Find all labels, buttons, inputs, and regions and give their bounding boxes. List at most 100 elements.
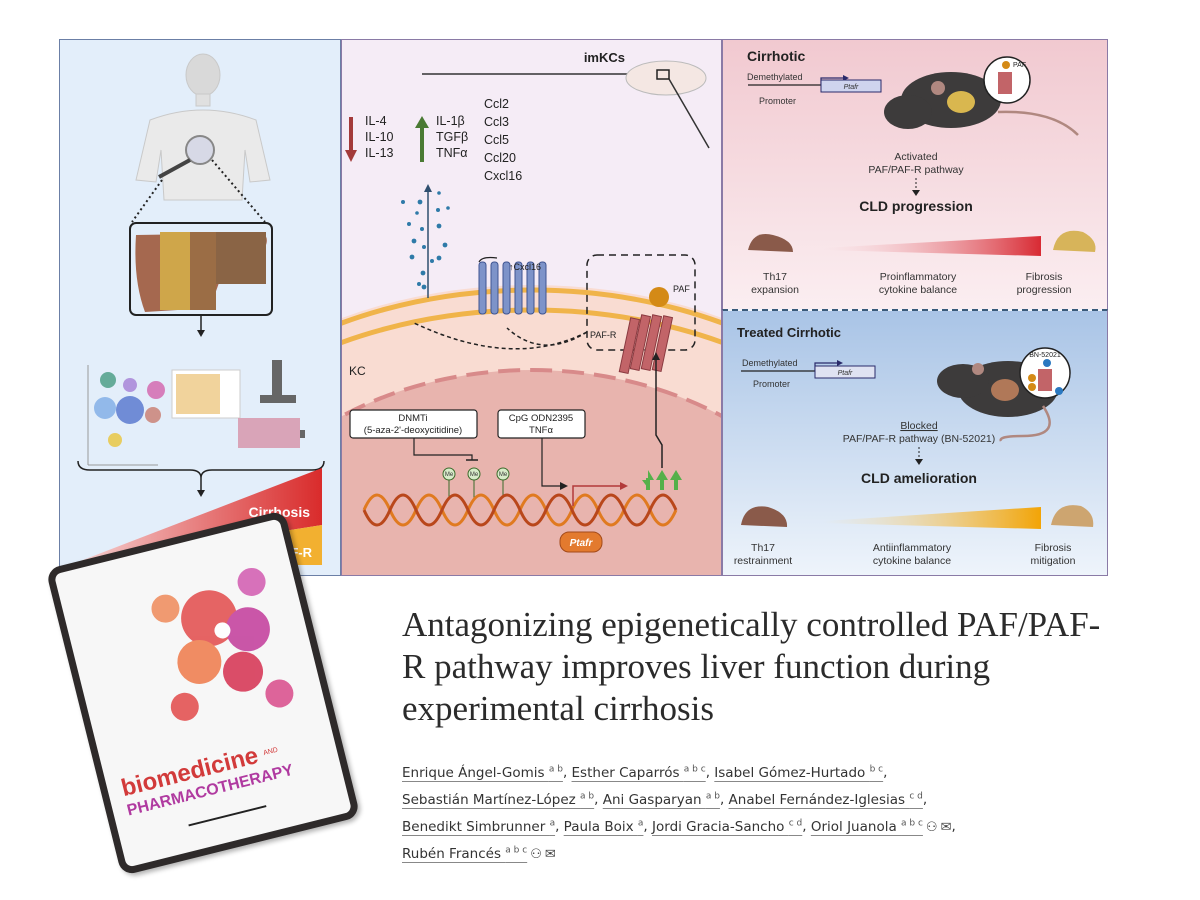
paf-molecule-icon [649,287,669,307]
chemokine-item: Ccl20 [484,151,516,165]
author-link[interactable]: Isabel Gómez-Hurtado b c [714,764,884,781]
author-link[interactable]: Benedikt Simbrunner a [402,818,556,835]
author-link[interactable]: Sebastián Martínez-López a b [402,791,595,808]
svg-text:Me: Me [445,472,454,478]
svg-text:Demethylated: Demethylated [742,358,798,368]
magnifier-icon [185,135,215,165]
cxcl16-receptor-icon [478,261,547,315]
down-item: IL-4 [365,114,387,128]
cirrhosis-gradient [70,468,322,565]
panel-cirrhotic: Cirrhotic Ptafr Demethylated Promoter PA… [722,39,1108,309]
th17-label: Th17 [763,271,787,283]
affiliation-marker[interactable]: a b [580,791,595,801]
svg-text:Me: Me [499,472,508,478]
person-icon[interactable]: ⚇ [530,846,542,862]
dnmti-line2: (5-aza-2'-deoxycitidine) [364,425,462,436]
svg-text:cytokine balance: cytokine balance [879,284,957,296]
affiliation-marker[interactable]: c d [909,791,923,801]
patient-illustration: Cirrhosis PAF/PAF-R [70,53,325,565]
affiliation-marker[interactable]: a [637,818,644,828]
author-link[interactable]: Enrique Ángel-Gomis a b [402,764,563,781]
down-item: IL-10 [365,130,394,144]
upregulation-arrows-icon [642,470,682,490]
author-link[interactable]: Esther Caparrós a b c [571,764,706,781]
chemokine-item: Cxcl16 [484,169,522,183]
person-icon[interactable]: ⚇ [925,819,938,835]
svg-text:Promoter: Promoter [753,379,790,389]
cpg-line2: TNFα [529,425,553,436]
dna-icon [362,493,678,527]
ptafr-gene-box [820,79,882,93]
author-link[interactable]: Jordi Gracia-Sancho c d [652,818,803,835]
affiliation-marker[interactable]: a [549,818,556,828]
liver-stages-icon [135,232,267,312]
svg-text:Antiinflammatory: Antiinflammatory [873,542,952,554]
inset-paf-label: PAF [1013,62,1026,69]
affiliation-marker[interactable]: a b [705,791,720,801]
author-link[interactable]: Oriol Juanola a b c⚇✉ [811,818,952,835]
article-title: Antagonizing epigenetically controlled P… [402,605,1101,728]
email-icon[interactable]: ✉ [940,819,952,835]
down-item: IL-13 [365,146,394,160]
author-link[interactable]: Ani Gasparyan a b [602,791,720,808]
journal-cover-tablet: biomedicine AND PHARMACOTHERAPY [45,509,361,877]
svg-text:mitigation: mitigation [1031,555,1076,567]
author-link[interactable]: Rubén Francés a b c⚇✉ [402,845,556,862]
ptafr-gene-badge [559,531,603,553]
bracket [77,460,325,479]
affiliation-marker[interactable]: b c [869,764,884,774]
author-link[interactable]: Paula Boix a [563,818,644,835]
affiliation-marker[interactable]: a b [548,764,563,774]
cirrhotic-title: Cirrhotic [747,48,806,64]
chemokine-item: Ccl3 [484,115,509,129]
paf-label: PAF [673,284,690,294]
chemokine-item: Ccl5 [484,133,509,147]
svg-text:Ptafr: Ptafr [838,370,853,377]
up-item: TNFα [436,146,468,160]
cxcl16-label: ↑Cxcl16 [509,262,541,272]
histology-image [238,418,300,448]
affiliation-marker[interactable]: a b c [683,764,706,774]
promoter-top-label: Demethylated [747,72,803,82]
liver-fibrotic-icon [947,91,975,113]
panel-treated-cirrhotic: Treated Cirrhotic Ptafr Demethylated Pro… [722,309,1108,576]
affiliation-marker[interactable]: c d [788,818,803,828]
healthy-liver-icon [741,506,788,527]
cytokine-dots [401,191,450,290]
svg-text:PAF/PAF-R pathway (BN-52021): PAF/PAF-R pathway (BN-52021) [843,433,996,445]
kc-label: KC [349,364,366,378]
ptafr-gene-box [814,365,876,379]
svg-text:Fibrosis: Fibrosis [1035,542,1072,554]
ptafr-label: Ptafr [570,538,594,549]
up-item: IL-1β [436,114,465,128]
ptafr-gene-label: Ptafr [844,84,859,91]
liver-improved-icon [991,379,1019,401]
panel-kupffer-cell: imKCs IL-4 IL-10 IL-13 IL-1β TGFβ TNFα C… [341,39,722,576]
fibrotic-liver-icon [1053,230,1096,252]
svg-text:progression: progression [1017,284,1072,296]
blocked-label: Blocked [900,420,938,432]
treated-title: Treated Cirrhotic [737,325,842,340]
bn-52021-label: BN-52021 [1029,352,1061,359]
email-icon[interactable]: ✉ [544,846,556,862]
imkcs-label: imKCs [584,50,625,65]
svg-text:Me: Me [470,472,479,478]
kc-mechanism-diagram: imKCs IL-4 IL-10 IL-13 IL-1β TGFβ TNFα C… [342,50,721,575]
fibrosis-label: Fibrosis [1026,271,1063,283]
svg-text:cytokine balance: cytokine balance [873,555,951,567]
dnmti-line1: DNMTi [398,413,427,424]
chemokine-item: Ccl2 [484,97,509,111]
panel-patient-liver: Cirrhosis PAF/PAF-R [59,39,341,576]
svg-text:Th17: Th17 [751,542,775,554]
outcome-label: CLD progression [859,198,973,214]
paf-r-label: PAF-R [590,330,617,340]
svg-text:CLD amelioration: CLD amelioration [861,470,977,486]
affiliation-marker[interactable]: a b c [901,818,923,828]
up-item: TGFβ [436,130,468,144]
author-link[interactable]: Anabel Fernández-Iglesias c d [728,791,923,808]
mitigated-liver-icon [1051,505,1094,527]
cytokine-label: Proinflammatory [880,271,957,283]
affiliation-marker[interactable]: a b c [505,845,528,855]
svg-text:restrainment: restrainment [734,555,792,567]
cpg-line1: CpG ODN2395 [509,413,573,424]
